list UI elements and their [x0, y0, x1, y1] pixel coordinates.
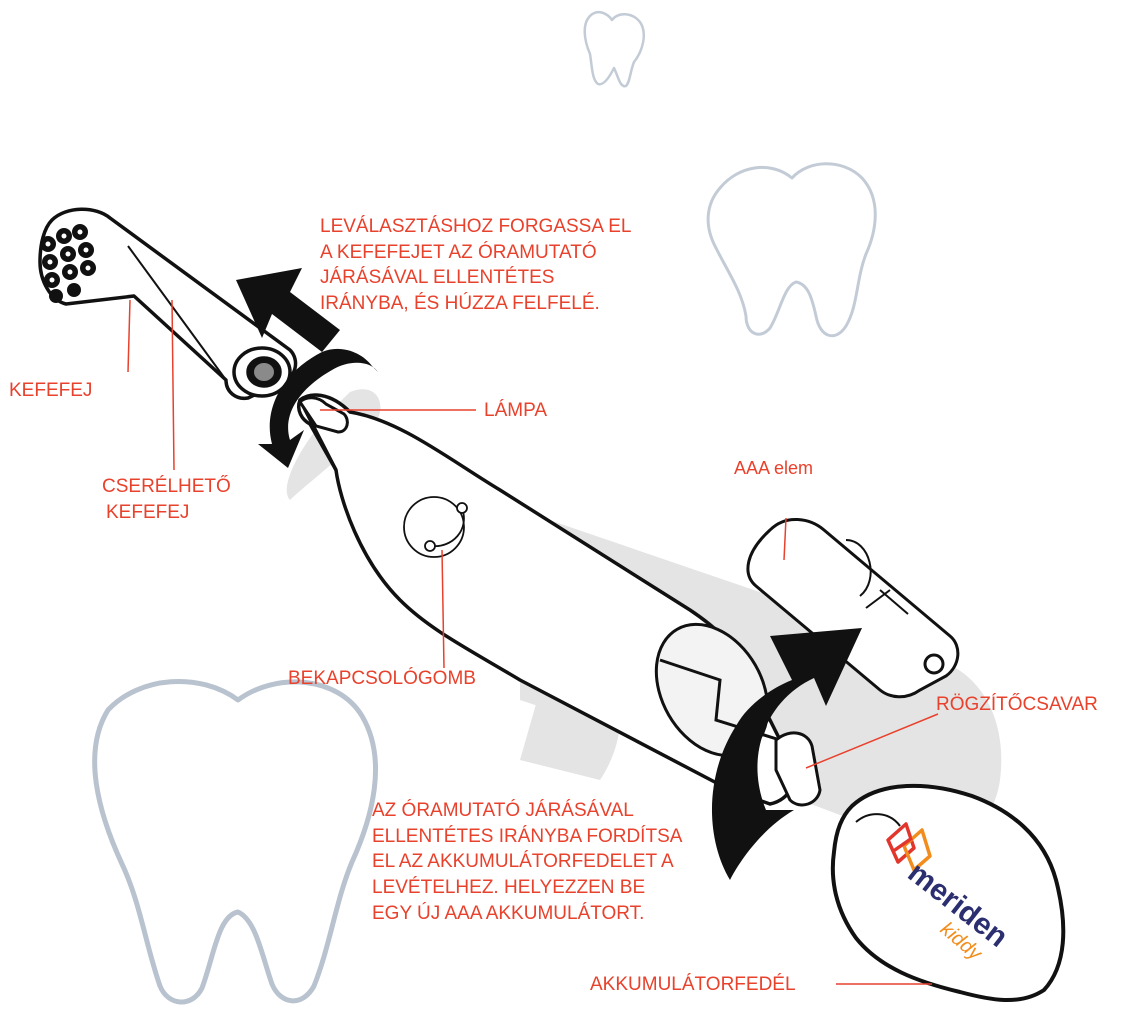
cover-instruction-line: EGY ÚJ AAA AKKUMULÁTORT. — [372, 901, 682, 927]
battery-label: AAA elem — [734, 456, 813, 480]
lamp-label: LÁMPA — [484, 398, 547, 424]
detach-instruction-line: IRÁNYBA, ÉS HÚZZA FELFELÉ. — [320, 291, 632, 317]
tooth-icon-medium — [708, 164, 875, 336]
screw-label: RÖGZÍTŐCSAVAR — [936, 692, 1098, 718]
detach-instruction-line: JÁRÁSÁVAL ELLENTÉTES — [320, 265, 632, 291]
replaceable-head-line: KEFEFEJ — [102, 500, 231, 526]
battery-cover-label: AKKUMULÁTORFEDÉL — [590, 972, 796, 998]
replaceable-head-label: CSERÉLHETŐ KEFEFEJ — [102, 474, 231, 525]
detach-instruction-label: LEVÁLASZTÁSHOZ FORGASSA EL A KEFEFEJET A… — [320, 214, 632, 317]
replaceable-head-line: CSERÉLHETŐ — [102, 474, 231, 500]
detach-instruction-line: A KEFEFEJET AZ ÓRAMUTATÓ — [320, 240, 632, 266]
power-button-label: BEKAPCSOLÓGOMB — [288, 666, 476, 692]
tooth-icon-large — [95, 681, 376, 1002]
cover-instruction-line: AZ ÓRAMUTATÓ JÁRÁSÁVAL — [372, 798, 682, 824]
brush-head-label: KEFEFEJ — [9, 378, 92, 404]
cover-instruction-line: LEVÉTELHEZ. HELYEZZEN BE — [372, 875, 682, 901]
cover-instruction-label: AZ ÓRAMUTATÓ JÁRÁSÁVAL ELLENTÉTES IRÁNYB… — [372, 798, 682, 926]
cover-instruction-line: EL AZ AKKUMULÁTORFEDELET A — [372, 849, 682, 875]
detach-instruction-line: LEVÁLASZTÁSHOZ FORGASSA EL — [320, 214, 632, 240]
tooth-icon-small — [585, 12, 644, 86]
cover-instruction-line: ELLENTÉTES IRÁNYBA FORDÍTSA — [372, 824, 682, 850]
